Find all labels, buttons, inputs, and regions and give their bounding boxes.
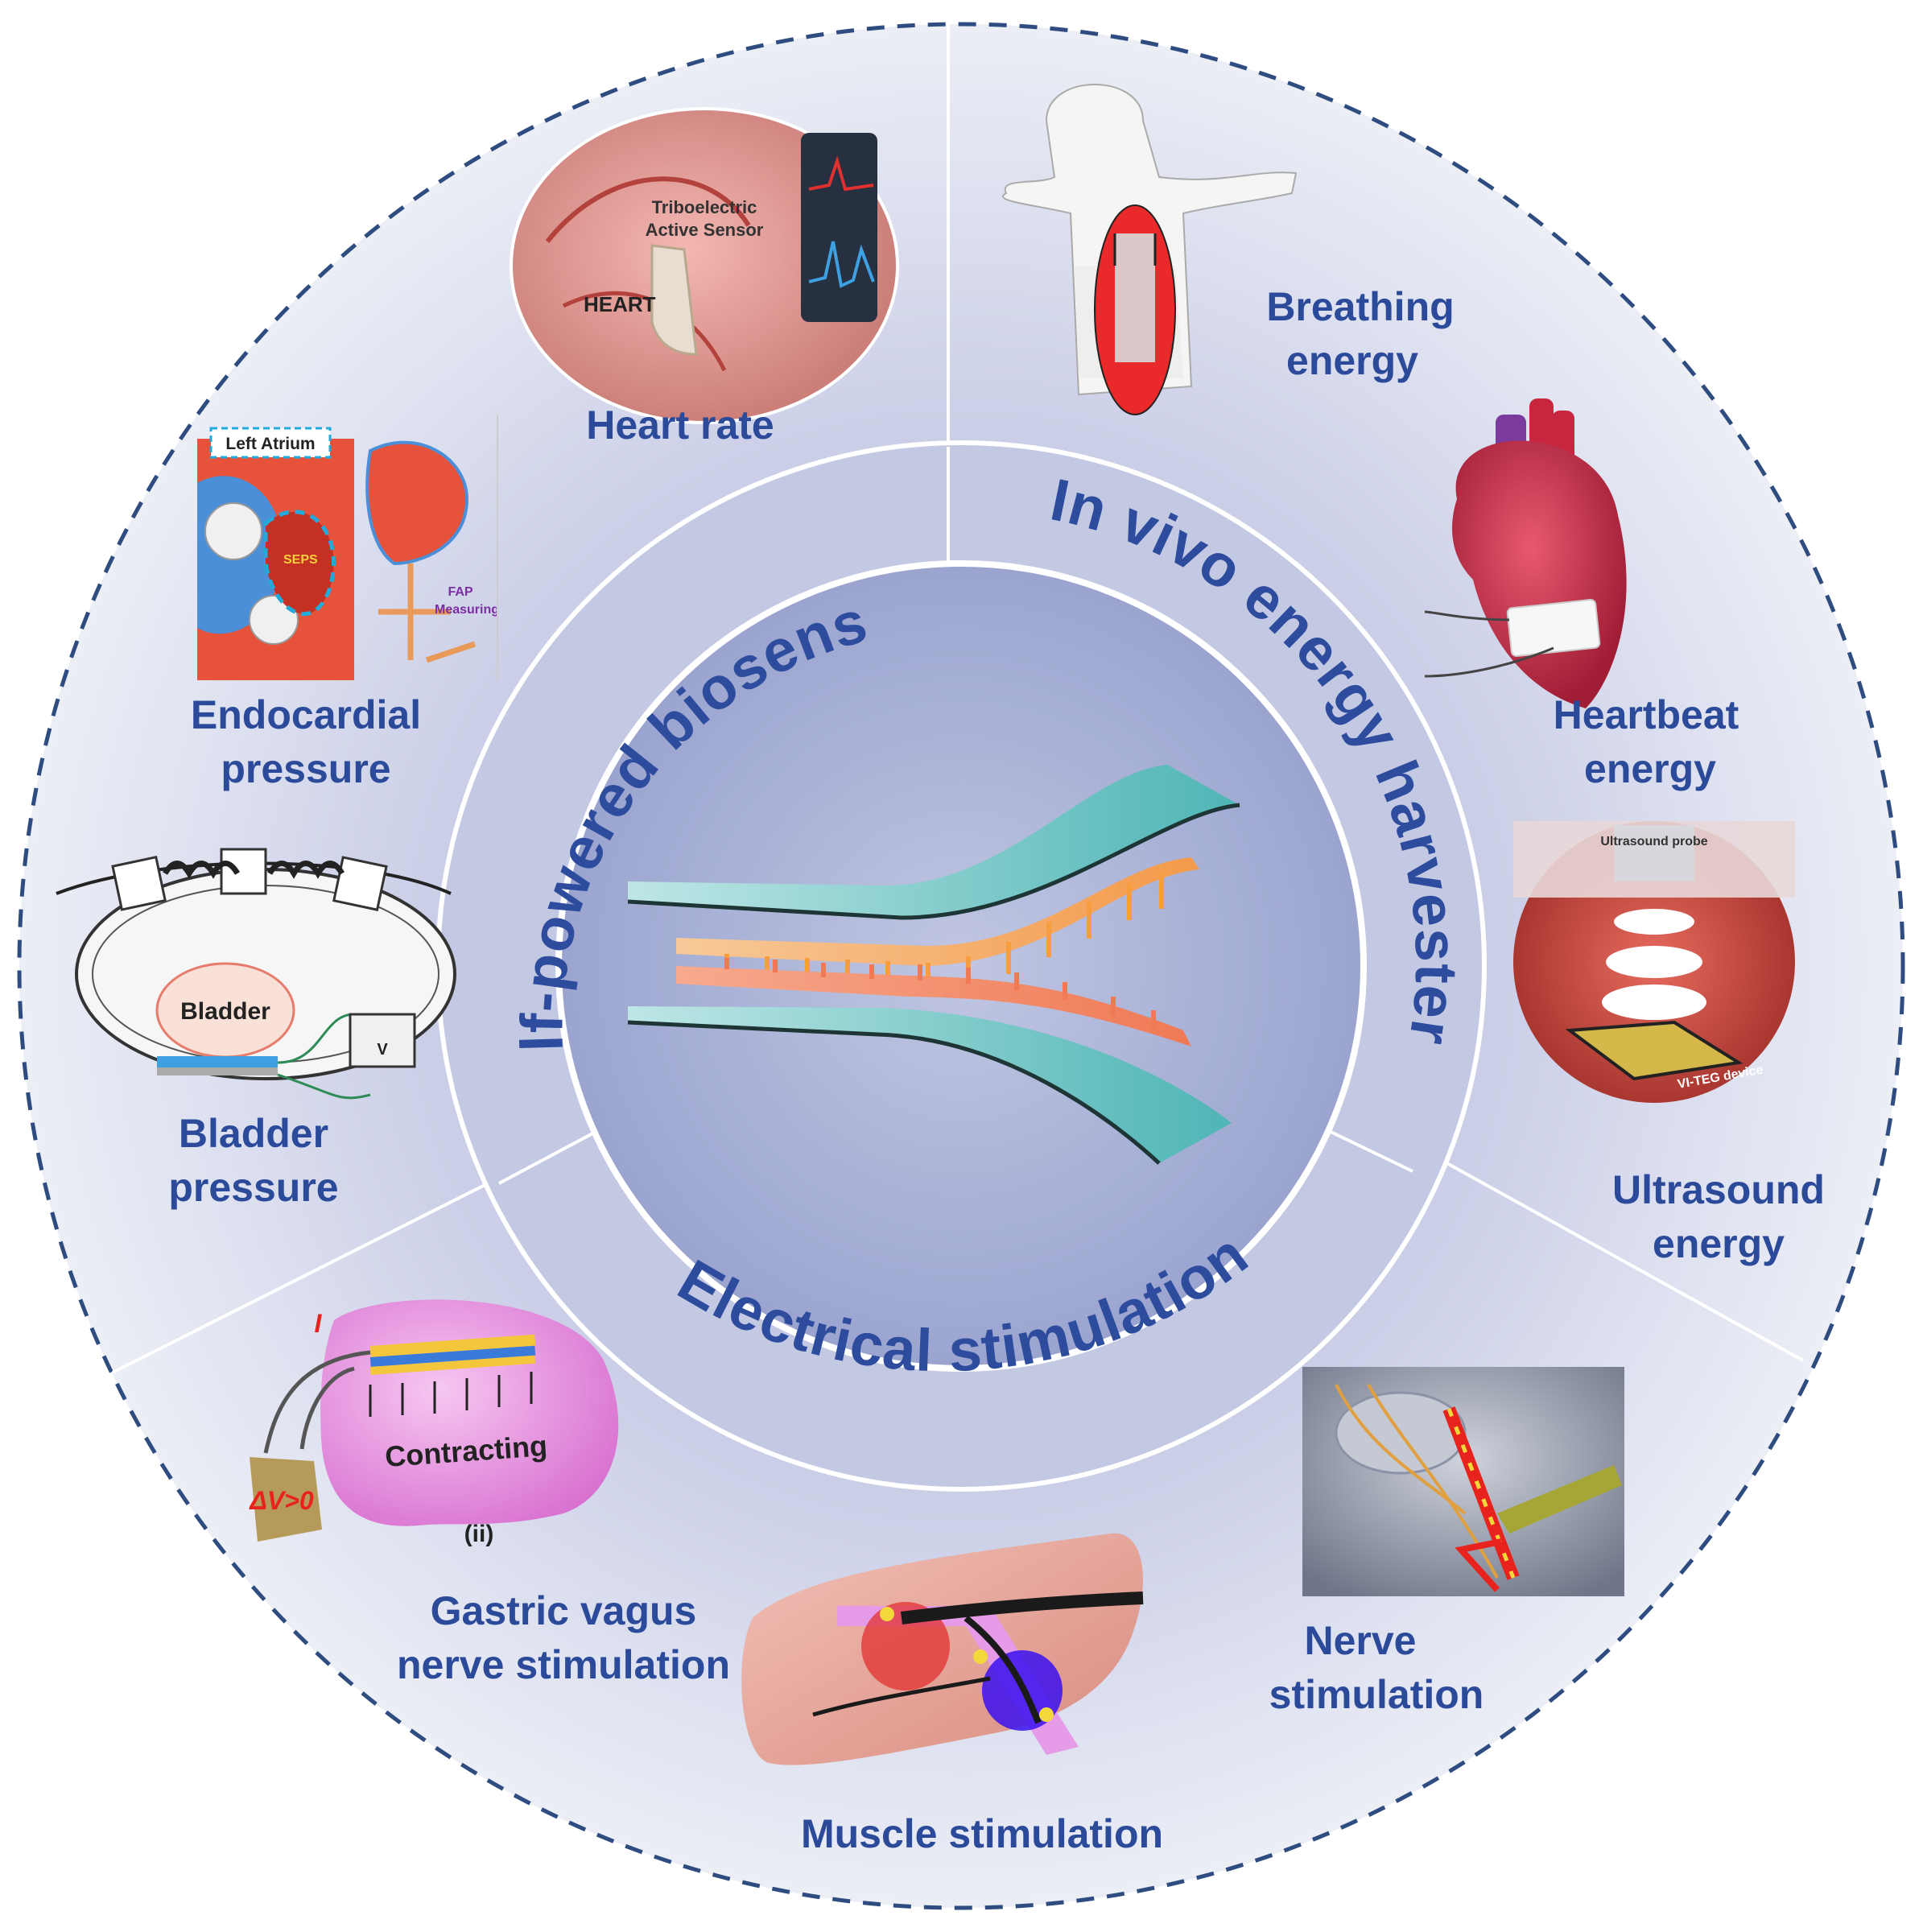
teng-device-illustration xyxy=(627,765,1240,1165)
ultrasound-inset-probe: Ultrasound probe xyxy=(1600,835,1707,848)
bladder-title-1: Bladder xyxy=(179,1111,328,1156)
bladder-title-2: pressure xyxy=(168,1165,338,1210)
nerve-panel: Nerve stimulation xyxy=(1269,1367,1624,1717)
ultrasound-title-1: Ultrasound xyxy=(1612,1167,1825,1212)
breathing-panel: Breathing energy xyxy=(1002,84,1455,415)
gastric-inset-i: I xyxy=(315,1309,323,1338)
endocardial-panel: SEPS Left Atrium FAP Measuring Endocardi… xyxy=(191,415,499,791)
dashed-border xyxy=(17,22,1905,1910)
ultrasound-title-2: energy xyxy=(1653,1221,1785,1266)
heartbeat-title-1: Heartbeat xyxy=(1554,692,1739,737)
nerve-title-2: stimulation xyxy=(1269,1672,1484,1717)
gastric-title-1: Gastric vagus xyxy=(431,1588,697,1633)
endocardial-title-1: Endocardial xyxy=(191,692,421,737)
endocardial-inset-seps: SEPS xyxy=(283,553,318,567)
gastric-title-2: nerve stimulation xyxy=(397,1642,730,1687)
heartbeat-panel: Heartbeat energy xyxy=(1424,398,1739,791)
ultrasound-panel: Ultrasound probe VI-TEG device Ultrasoun… xyxy=(1513,821,1825,1266)
muscle-panel: Muscle stimulation xyxy=(741,1533,1163,1856)
bladder-panel: Bladder V Bladder pressure xyxy=(56,848,456,1210)
heart-rate-inset-heart: HEART xyxy=(584,292,656,316)
heart-rate-inset-sensor-1: Triboelectric xyxy=(652,197,757,217)
bladder-inset-v: V xyxy=(377,1041,388,1059)
heart-rate-title: Heart rate xyxy=(586,402,774,448)
gastric-panel: Contracting ΔV>0 I (ii) Gastric vagus ne… xyxy=(249,1299,730,1687)
heartbeat-title-2: energy xyxy=(1584,746,1716,791)
endocardial-inset-fap-2: Measuring xyxy=(435,603,499,617)
breathing-title-2: energy xyxy=(1286,338,1418,383)
gastric-inset-dv: ΔV>0 xyxy=(249,1486,314,1515)
nerve-title-1: Nerve xyxy=(1305,1618,1417,1663)
heart-rate-panel: Triboelectric Active Sensor HEART Heart … xyxy=(510,107,899,448)
muscle-title: Muscle stimulation xyxy=(801,1811,1163,1856)
endocardial-title-2: pressure xyxy=(221,746,390,791)
endocardial-inset-left-atrium: Left Atrium xyxy=(225,435,315,453)
endocardial-inset-fap-1: FAP xyxy=(448,585,472,599)
gastric-inset-ii: (ii) xyxy=(464,1521,494,1547)
heart-rate-inset-sensor-2: Active Sensor xyxy=(646,220,764,240)
center-disk xyxy=(555,560,1367,1372)
bladder-inset-label: Bladder xyxy=(180,998,270,1025)
breathing-title-1: Breathing xyxy=(1266,284,1454,329)
